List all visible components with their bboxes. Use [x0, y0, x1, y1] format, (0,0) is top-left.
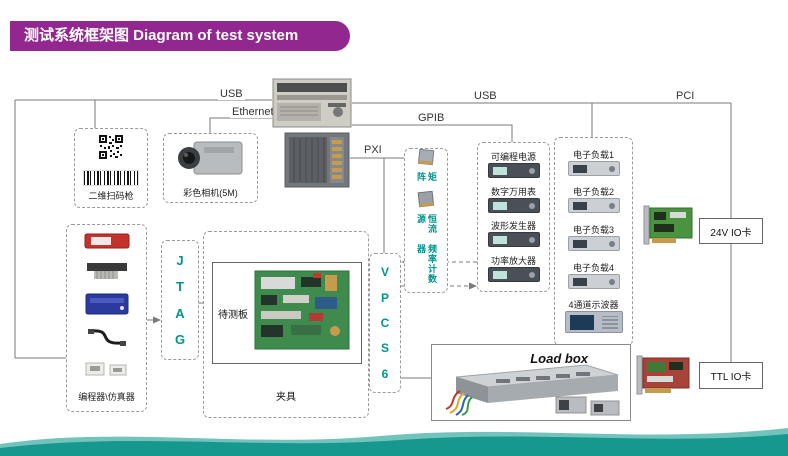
jtag-letter: A [175, 305, 185, 321]
pxi-card-image [415, 191, 437, 214]
programmer-device-image [84, 233, 130, 254]
waveform-generator-image [487, 232, 540, 248]
load-box: Load box [431, 344, 631, 421]
jtag-box: J T A G [161, 240, 199, 360]
power-amplifier-image [487, 267, 540, 283]
instrument-item: 数字万用表 [487, 186, 540, 213]
adapter-image [84, 361, 130, 384]
electronic-load-4-image [567, 273, 620, 289]
io-card-24v-box: 24V IO卡 [699, 218, 763, 244]
bus-label-pci: PCI [674, 90, 697, 102]
fixture-box: 待测板 夹具 [203, 231, 369, 418]
load-box-image [436, 357, 628, 424]
jtag-letter: J [176, 252, 184, 268]
pxi-card-image [415, 148, 437, 172]
current-source-label: 恒流源 [416, 214, 437, 235]
digital-multimeter-image [487, 197, 540, 213]
programmable-power-image [487, 162, 540, 178]
pci-card-ttl-image [633, 350, 695, 405]
camera-group: 彩色相机(5M) [163, 133, 258, 203]
ribbon-adapter-image [86, 262, 128, 285]
electronic-load-4-label: 电子负载4 [572, 262, 614, 273]
io-card-24v-label: 24V IO卡 [710, 227, 752, 239]
vpc-letter: V [380, 265, 389, 280]
waveform-generator-label: 波形发生器 [490, 221, 536, 232]
instrument-group: 可编程电源 数字万用表 波形发生器 功率放大器 [477, 142, 550, 292]
instrument-item: 功率放大器 [487, 256, 540, 283]
bus-label-ethernet: Ethernet [230, 106, 276, 118]
electronic-load-3-label: 电子负载3 [572, 224, 614, 235]
load-item: 电子负载2 [567, 187, 620, 214]
pxi-chassis-image [284, 132, 350, 193]
pci-card-24v-image [640, 200, 696, 255]
vpc-letter: S [380, 341, 389, 356]
electronic-load-3-image [567, 235, 620, 251]
power-amplifier-label: 功率放大器 [490, 256, 536, 267]
industrial-computer-image [272, 78, 352, 133]
jtag-letter: T [176, 279, 184, 295]
camera-image [174, 137, 248, 184]
load-box-label: Load box [530, 351, 588, 366]
electronic-load-1-label: 电子负载1 [572, 149, 614, 160]
io-card-ttl-box: TTL IO卡 [699, 362, 763, 389]
footer-wave [0, 428, 788, 456]
load-item: 电子负载3 [567, 224, 620, 251]
barcode-scanner-group: 二维扫码枪 [74, 128, 148, 208]
pxi-module-group: 矩阵 恒流源 频率计数器 [404, 148, 448, 293]
frequency-counter-label: 频率计数器 [416, 243, 437, 284]
programmer-label: 编程器\仿真器 [78, 392, 135, 402]
vpc-letter: 6 [381, 366, 389, 381]
cable-image [87, 328, 127, 353]
oscilloscope-item: 4通道示波器 [564, 300, 623, 334]
instrument-item: 波形发生器 [487, 221, 540, 248]
pcb-image [253, 267, 353, 360]
camera-label: 彩色相机(5M) [183, 187, 238, 198]
bus-label-gpib: GPIB [416, 112, 447, 124]
digital-multimeter-label: 数字万用表 [490, 186, 536, 197]
bus-label-usb-left: USB [218, 88, 245, 100]
vpc-letter: C [380, 315, 390, 330]
programmable-power-label: 可编程电源 [490, 151, 536, 162]
fixture-label: 夹具 [276, 392, 296, 403]
electronic-load-2-image [567, 198, 620, 214]
oscilloscope-label: 4通道示波器 [568, 300, 619, 311]
qr-code-image [98, 134, 124, 165]
emulator-device-image [85, 293, 129, 320]
load-item: 电子负载1 [567, 149, 620, 176]
electronic-load-2-label: 电子负载2 [572, 187, 614, 198]
dut-board-box: 待测板 [212, 262, 362, 364]
electronic-load-1-image [567, 160, 620, 176]
scanner-label: 二维扫码枪 [88, 191, 134, 201]
page-title: 测试系统框架图 Diagram of test system [10, 21, 350, 51]
bus-label-usb-right: USB [472, 90, 499, 102]
vpc-box: V P C S 6 [369, 253, 401, 393]
load-item: 电子负载4 [567, 262, 620, 289]
vpc-letter: P [380, 290, 389, 305]
bus-label-pxi: PXI [362, 144, 384, 156]
matrix-label: 矩阵 [416, 172, 437, 182]
electronic-load-group: 电子负载1 电子负载2 电子负载3 电子负载4 4通道示波器 [554, 137, 633, 346]
jtag-letter: G [174, 332, 186, 348]
oscilloscope-image [564, 311, 623, 334]
programmer-group: 编程器\仿真器 [66, 224, 147, 412]
barcode-image [83, 170, 139, 186]
instrument-item: 可编程电源 [487, 151, 540, 178]
dut-board-label: 待测板 [218, 309, 248, 321]
io-card-ttl-label: TTL IO卡 [710, 372, 752, 383]
